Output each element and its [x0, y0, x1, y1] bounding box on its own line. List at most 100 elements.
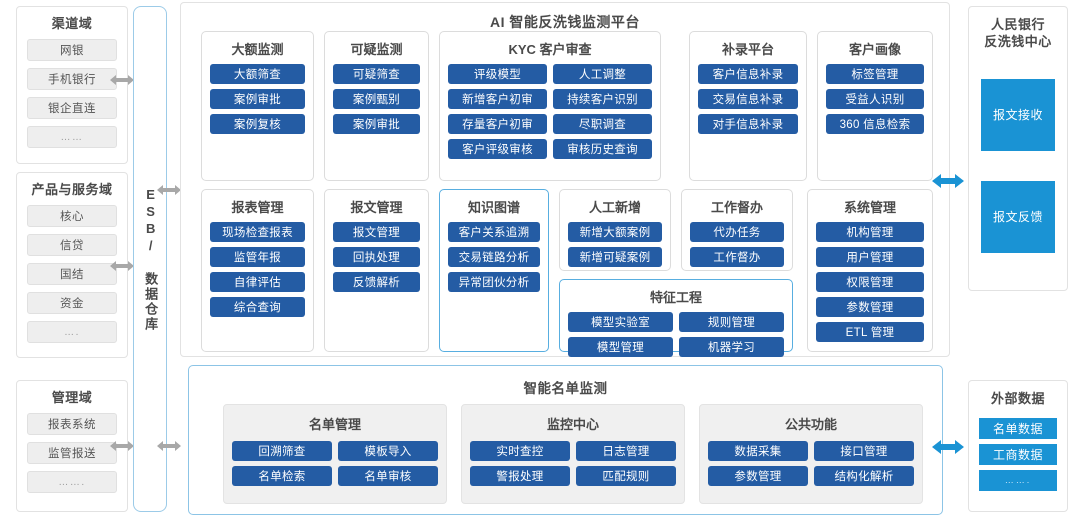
- module-button[interactable]: 标签管理: [826, 64, 924, 84]
- module-button[interactable]: ETL 管理: [816, 322, 924, 342]
- domain-item[interactable]: 手机银行: [27, 68, 117, 91]
- module-system-management: 系统管理 机构管理 用户管理 权限管理 参数管理 ETL 管理: [807, 189, 933, 352]
- external-data-panel: 外部数据 名单数据 工商数据 …….: [968, 380, 1068, 512]
- module-button[interactable]: 新增可疑案例: [568, 247, 662, 267]
- pboc-item-message-feedback[interactable]: 报文反馈: [981, 180, 1055, 253]
- module-button[interactable]: 模型实验室: [568, 312, 673, 332]
- module-button[interactable]: 模型管理: [568, 337, 673, 357]
- module-button[interactable]: 客户关系追溯: [448, 222, 540, 242]
- domain-item[interactable]: 监管报送: [27, 442, 117, 465]
- module-message-management: 报文管理 报文管理 回执处理 反馈解析: [324, 189, 429, 352]
- module-button[interactable]: 新增客户初审: [448, 89, 547, 109]
- module-button[interactable]: 权限管理: [816, 272, 924, 292]
- domain-title: 产品与服务域: [31, 182, 113, 197]
- module-title: 大额监测: [231, 42, 284, 57]
- grey-double-arrow-icon: [110, 72, 134, 88]
- right-panel-title: 人民银行 反洗钱中心: [969, 7, 1067, 57]
- module-button[interactable]: 受益人识别: [826, 89, 924, 109]
- grey-double-arrow-icon: [110, 258, 134, 274]
- module-button[interactable]: 现场检查报表: [210, 222, 305, 242]
- module-suspicious-monitoring: 可疑监测 可疑筛查 案例甄别 案例审批: [324, 31, 429, 181]
- subcard-button[interactable]: 实时查控: [470, 441, 570, 461]
- blue-double-arrow-icon: [932, 172, 964, 190]
- domain-item[interactable]: 核心: [27, 205, 117, 228]
- module-button[interactable]: 综合查询: [210, 297, 305, 317]
- domain-item[interactable]: 银企直连: [27, 97, 117, 120]
- module-button[interactable]: 存量客户初审: [448, 114, 547, 134]
- module-button[interactable]: 用户管理: [816, 247, 924, 267]
- module-large-amount-monitoring: 大额监测 大额筛查 案例审批 案例复核: [201, 31, 314, 181]
- module-button[interactable]: 案例复核: [210, 114, 305, 134]
- subcard-button[interactable]: 名单审核: [338, 466, 438, 486]
- module-button[interactable]: 回执处理: [333, 247, 420, 267]
- grey-double-arrow-icon: [110, 438, 134, 454]
- subcard-button[interactable]: 日志管理: [576, 441, 676, 461]
- module-button[interactable]: 客户信息补录: [698, 64, 798, 84]
- module-button[interactable]: 人工调整: [553, 64, 652, 84]
- module-button[interactable]: 机器学习: [679, 337, 784, 357]
- domain-item[interactable]: 国结: [27, 263, 117, 286]
- module-button[interactable]: 规则管理: [679, 312, 784, 332]
- domain-item-ellipsis: …….: [27, 471, 117, 494]
- domain-item-ellipsis: ……: [27, 126, 117, 149]
- pboc-item-message-receive[interactable]: 报文接收: [981, 78, 1055, 151]
- module-work-supervision: 工作督办 代办任务 工作督办: [681, 189, 793, 271]
- module-button[interactable]: 工作督办: [690, 247, 784, 267]
- module-button[interactable]: 案例审批: [210, 89, 305, 109]
- module-title: KYC 客户审查: [508, 42, 592, 57]
- subcard-button[interactable]: 数据采集: [708, 441, 808, 461]
- esb-label: ESB/ 数据仓库: [143, 186, 159, 332]
- subcard-button[interactable]: 模板导入: [338, 441, 438, 461]
- subcard-button[interactable]: 接口管理: [814, 441, 914, 461]
- module-title: 客户画像: [848, 42, 901, 57]
- module-button[interactable]: 大额筛查: [210, 64, 305, 84]
- module-button[interactable]: 对手信息补录: [698, 114, 798, 134]
- external-data-item[interactable]: 工商数据: [979, 443, 1057, 465]
- module-button[interactable]: 客户评级审核: [448, 139, 547, 159]
- subcard-button[interactable]: 回溯筛查: [232, 441, 332, 461]
- subcard-button[interactable]: 结构化解析: [814, 466, 914, 486]
- platform-title: AI 智能反洗钱监测平台: [490, 14, 640, 30]
- module-title: 可疑监测: [350, 42, 403, 57]
- module-manual-addition: 人工新增 新增大额案例 新增可疑案例: [559, 189, 671, 271]
- module-button[interactable]: 审核历史查询: [553, 139, 652, 159]
- module-title: 特征工程: [649, 290, 702, 305]
- module-button[interactable]: 持续客户识别: [553, 89, 652, 109]
- module-button[interactable]: 360 信息检索: [826, 114, 924, 134]
- subcard-title: 监控中心: [546, 417, 599, 432]
- module-button[interactable]: 可疑筛查: [333, 64, 420, 84]
- module-button[interactable]: 反馈解析: [333, 272, 420, 292]
- domain-item[interactable]: 网银: [27, 39, 117, 62]
- module-button[interactable]: 代办任务: [690, 222, 784, 242]
- module-button[interactable]: 报文管理: [333, 222, 420, 242]
- subcard-button[interactable]: 参数管理: [708, 466, 808, 486]
- domain-item[interactable]: 报表系统: [27, 413, 117, 436]
- module-button[interactable]: 参数管理: [816, 297, 924, 317]
- module-button[interactable]: 交易链路分析: [448, 247, 540, 267]
- list-monitor-title: 智能名单监测: [523, 381, 608, 396]
- module-button[interactable]: 自律评估: [210, 272, 305, 292]
- domain-panel-product-service: 产品与服务域 核心 信贷 国结 资金 ….: [16, 172, 128, 358]
- subcard-button[interactable]: 匹配规则: [576, 466, 676, 486]
- domain-item[interactable]: 信贷: [27, 234, 117, 257]
- domain-panel-channel: 渠道域 网银 手机银行 银企直连 ……: [16, 6, 128, 164]
- module-button[interactable]: 异常团伙分析: [448, 272, 540, 292]
- subcard-button[interactable]: 警报处理: [470, 466, 570, 486]
- module-button[interactable]: 尽职调查: [553, 114, 652, 134]
- module-report-management: 报表管理 现场检查报表 监管年报 自律评估 综合查询: [201, 189, 314, 352]
- blue-double-arrow-icon: [932, 438, 964, 456]
- esb-data-warehouse-bar: ESB/ 数据仓库: [133, 6, 167, 512]
- module-button[interactable]: 交易信息补录: [698, 89, 798, 109]
- module-button[interactable]: 案例审批: [333, 114, 420, 134]
- domain-item[interactable]: 资金: [27, 292, 117, 315]
- external-data-item[interactable]: 名单数据: [979, 417, 1057, 439]
- subcard-button[interactable]: 名单检索: [232, 466, 332, 486]
- right-panel-title: 外部数据: [990, 391, 1045, 406]
- module-supplementary-platform: 补录平台 客户信息补录 交易信息补录 对手信息补录: [689, 31, 807, 181]
- module-button[interactable]: 案例甄别: [333, 89, 420, 109]
- module-button[interactable]: 评级模型: [448, 64, 547, 84]
- module-button[interactable]: 监管年报: [210, 247, 305, 267]
- module-button[interactable]: 机构管理: [816, 222, 924, 242]
- module-button[interactable]: 新增大额案例: [568, 222, 662, 242]
- right-panel-title-line2: 反洗钱中心: [984, 33, 1052, 49]
